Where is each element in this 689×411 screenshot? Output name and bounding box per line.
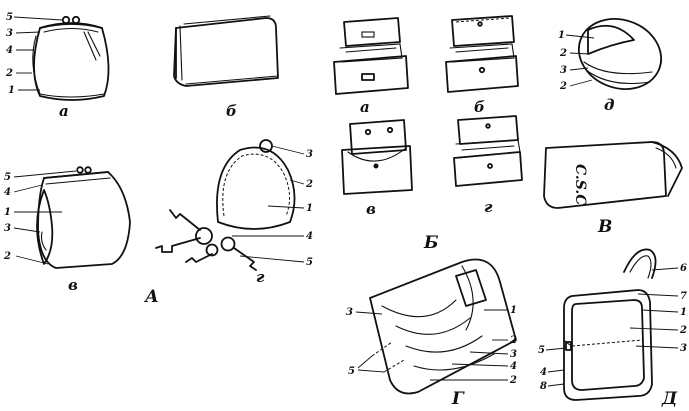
callout-G-2b: 2 — [509, 375, 517, 386]
callout-A-g-5: 5 — [306, 257, 313, 268]
callout-A-v-3: 3 — [4, 223, 11, 234]
group-label-G: Г — [451, 389, 465, 409]
callout-A-v-4: 4 — [4, 187, 11, 198]
embossed-monogram: C.S.C — [572, 164, 588, 205]
label-B-d: д — [604, 96, 614, 114]
group-label-V: В — [597, 217, 612, 237]
callout-D-6: 6 — [680, 263, 687, 274]
callout-D-4: 4 — [540, 367, 547, 378]
callout-A-v-2: 2 — [3, 251, 11, 262]
callout-B-d-1: 1 — [558, 30, 565, 41]
group-label-D: Д — [661, 389, 678, 409]
bag-frame-v: 5 4 1 3 2 в — [3, 166, 131, 294]
group-label-A: А — [143, 287, 159, 307]
callout-B-d-2b: 2 — [559, 81, 567, 92]
callout-A-a-5: 5 — [6, 12, 13, 23]
callout-D-3: 3 — [680, 343, 687, 354]
callout-A-a-4: 4 — [6, 45, 13, 56]
purse-frame-a: 5 3 4 2 1 а — [5, 12, 110, 120]
label-A-b: б — [226, 102, 237, 120]
callout-G-5: 5 — [348, 366, 355, 377]
label-B-b: б — [474, 98, 485, 116]
wristlet-D: 6 7 1 2 5 3 4 8 Д — [538, 248, 687, 409]
label-A-a: а — [59, 102, 69, 120]
callout-A-g-3: 3 — [306, 149, 313, 160]
wallet-B-b: б — [445, 15, 519, 116]
callout-A-v-1: 1 — [4, 207, 11, 218]
callout-A-a-1: 1 — [8, 85, 15, 96]
callout-A-a-3: 3 — [6, 28, 13, 39]
callout-G-3b: 3 — [510, 349, 517, 360]
label-B-g: г — [484, 198, 493, 216]
callout-G-2: 2 — [509, 335, 517, 346]
callout-A-a-2: 2 — [5, 68, 13, 79]
flap-purse-B-v: в — [341, 119, 413, 218]
callout-D-8: 8 — [540, 381, 547, 392]
round-purse-B-d: 1 2 3 2 д — [558, 18, 663, 114]
purse-zip-b: б — [173, 15, 279, 120]
key-case-g: 3 2 1 4 5 г — [155, 139, 313, 286]
callout-D-1: 1 — [680, 307, 687, 318]
coin-purse-B-a: а — [333, 17, 409, 116]
callout-G-1: 1 — [510, 305, 517, 316]
callout-D-5: 5 — [538, 345, 545, 356]
group-label-B: Б — [423, 233, 439, 253]
callout-G-3: 3 — [346, 307, 353, 318]
billfold-G: 3 5 1 2 3 4 2 Г — [346, 258, 517, 409]
label-B-a: а — [360, 98, 370, 116]
callout-B-d-2: 2 — [559, 48, 567, 59]
callout-A-g-1: 1 — [306, 203, 313, 214]
label-B-v: в — [366, 200, 376, 218]
callout-G-4: 4 — [510, 361, 517, 372]
label-A-v: в — [68, 276, 78, 294]
callout-B-d-3: 3 — [560, 65, 567, 76]
label-A-g: г — [256, 268, 265, 286]
callout-A-g-4: 4 — [306, 231, 313, 242]
callout-A-v-5: 5 — [4, 172, 11, 183]
callout-D-7: 7 — [680, 291, 687, 302]
callout-A-g-2: 2 — [305, 179, 313, 190]
card-case-V: C.S.C В — [543, 141, 683, 237]
wallet-B-g: г — [453, 115, 523, 216]
callout-D-2: 2 — [679, 325, 687, 336]
